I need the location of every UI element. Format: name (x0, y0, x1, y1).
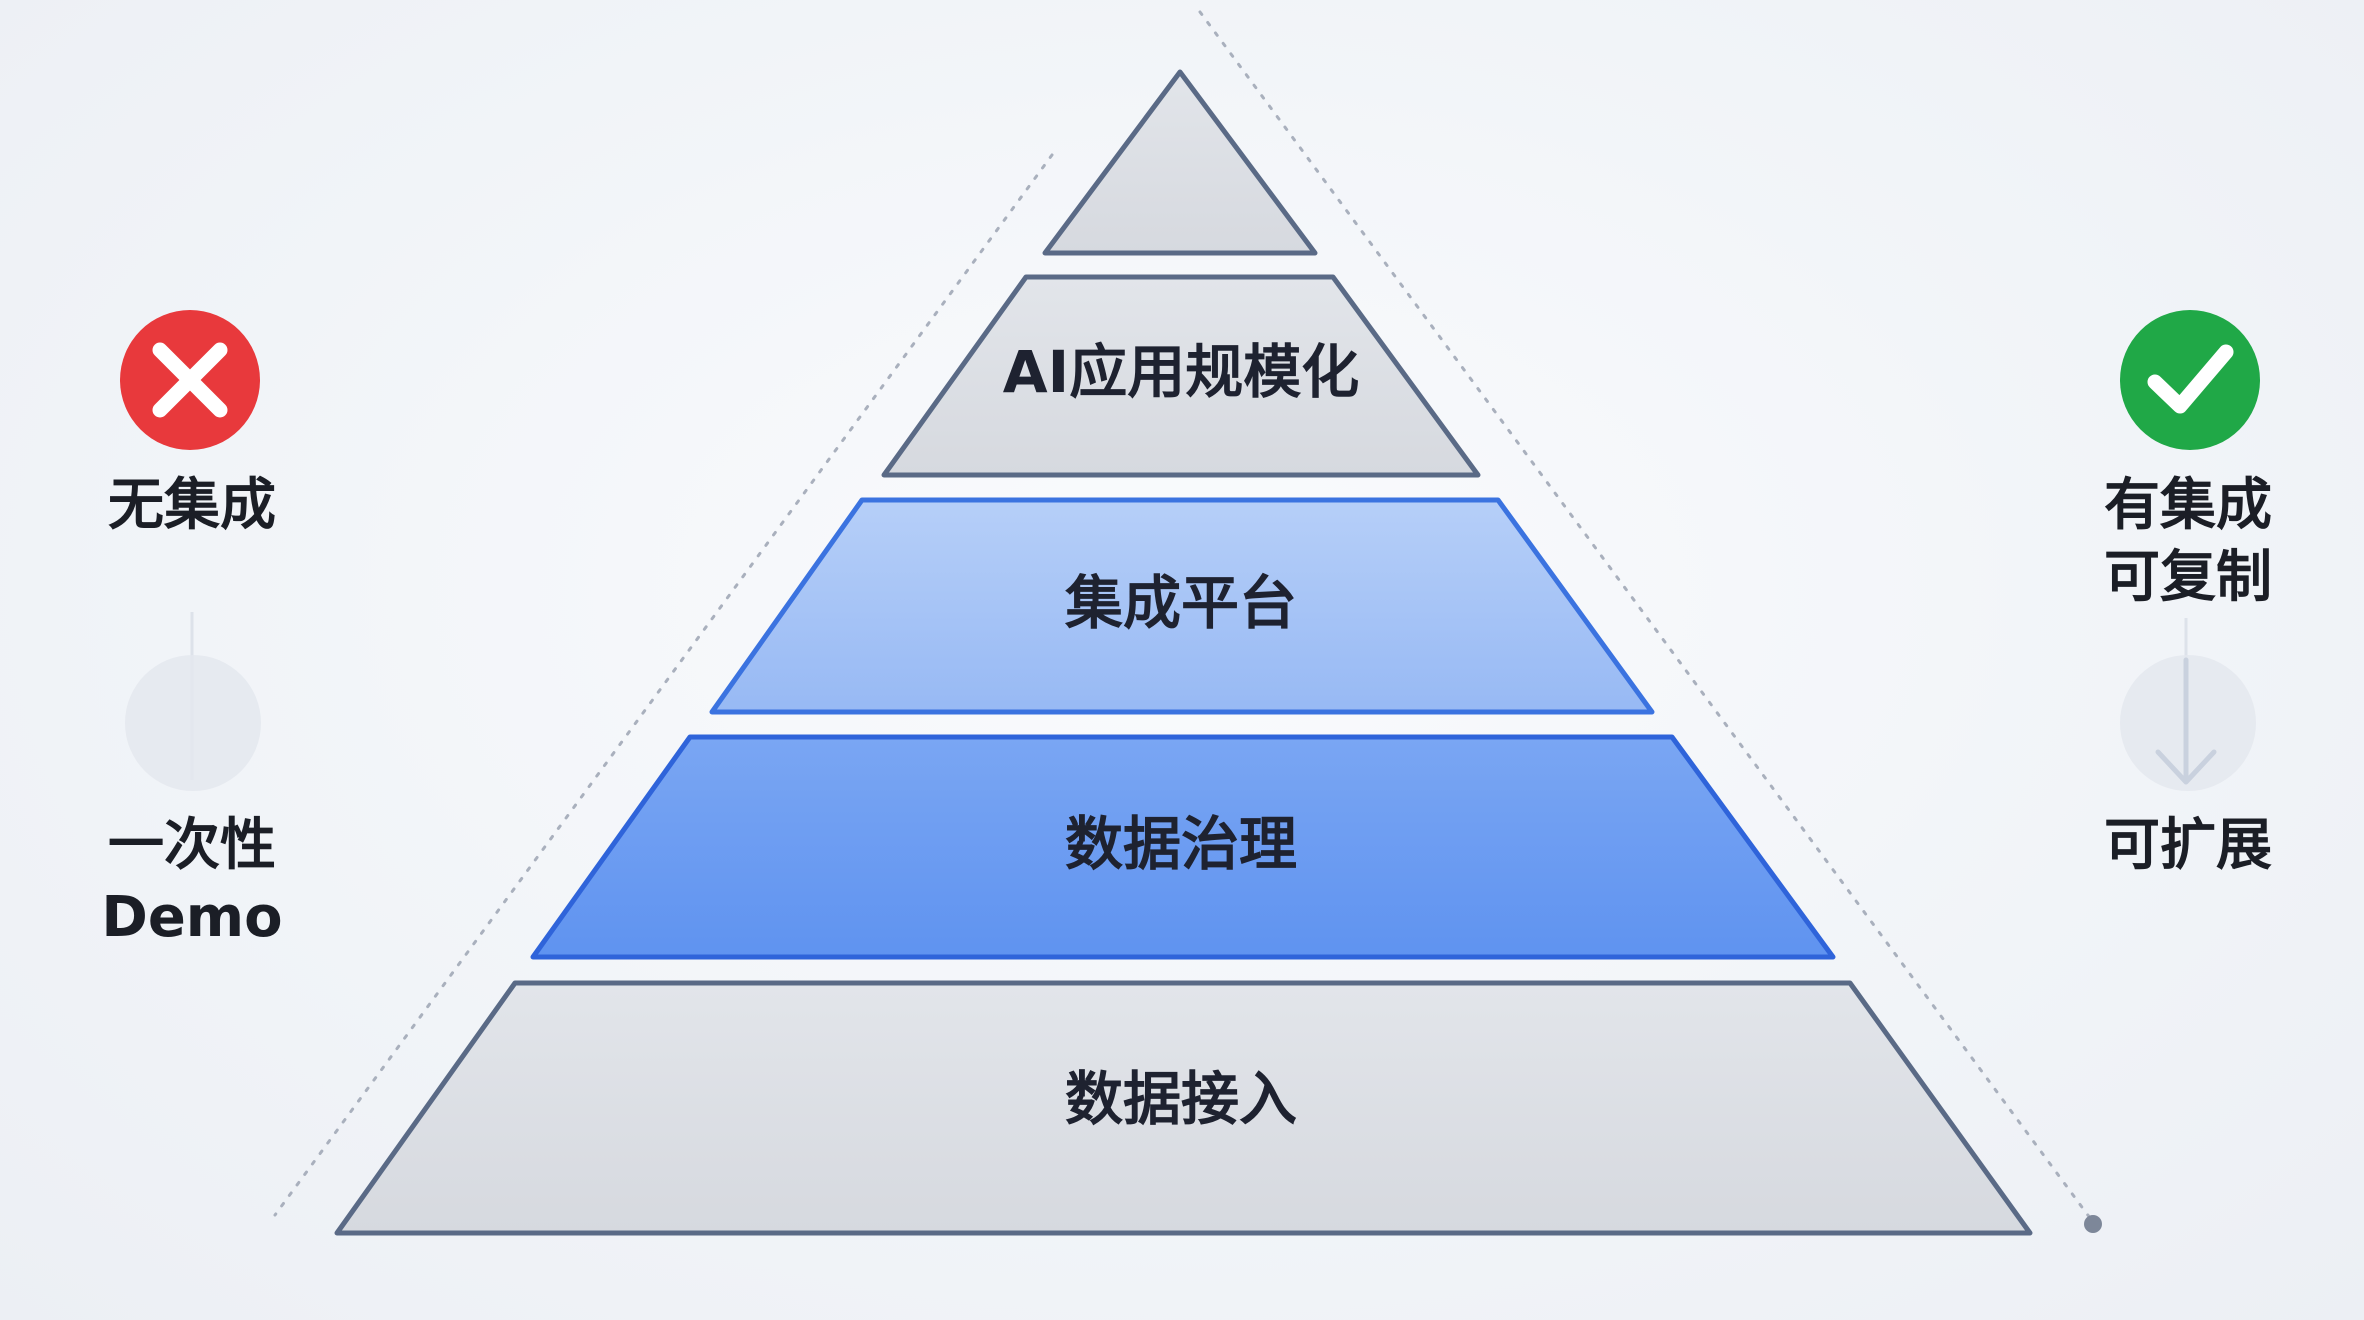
left-bottom-label-line1: 一次性 (108, 813, 276, 878)
guide-end-dot (2084, 1215, 2102, 1233)
left-top-label: 无集成 (108, 473, 276, 538)
layer-label-integration-platform: 集成平台 (1064, 569, 1297, 637)
pyramid-layer-apex (1042, 69, 1318, 256)
pyramid-layer-integration-platform (709, 497, 1655, 715)
right-top-label-line1: 有集成 (2104, 473, 2272, 538)
layer-label-ai-scale: AI应用规模化 (1003, 338, 1359, 406)
layer-label-data-ingestion: 数据接入 (1065, 1065, 1297, 1133)
check-circle-icon (2120, 310, 2260, 450)
right-bottom-label: 可扩展 (2104, 813, 2272, 878)
pyramid-layer-data-ingestion (334, 980, 2033, 1236)
pyramid-layer-ai-scale (881, 274, 1481, 478)
down-arrow-icon (2155, 657, 2217, 785)
left-guide-line (273, 153, 1054, 1217)
pyramid-layer-data-governance (530, 734, 1836, 960)
x-circle-icon (120, 310, 260, 450)
right-top-label-line2: 可复制 (2104, 545, 2272, 610)
left-faded-circle-icon (125, 655, 261, 791)
right-guide-line (1198, 10, 2092, 1220)
layer-label-data-governance: 数据治理 (1065, 810, 1297, 878)
left-bottom-label-line2: Demo (101, 885, 283, 950)
